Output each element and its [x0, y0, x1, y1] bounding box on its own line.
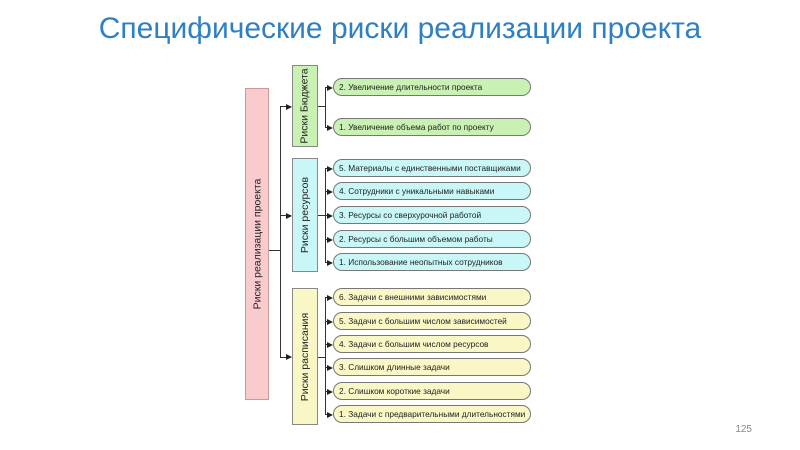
- arrow-icon: [327, 124, 333, 131]
- arrow-icon: [327, 212, 333, 219]
- arrow-icon: [327, 236, 333, 243]
- group-label: Риски ресурсов: [299, 176, 311, 254]
- page-number: 125: [735, 424, 752, 435]
- arrow-icon: [327, 294, 333, 301]
- connector-line: [280, 106, 291, 107]
- risk-item: 1. Задачи с предварительными длительност…: [333, 405, 531, 423]
- connector-line: [269, 250, 281, 251]
- group-box: Риски ресурсов: [292, 158, 318, 272]
- risk-item: 1. Использование неопытных сотрудников: [333, 253, 531, 271]
- risk-item: 2. Ресурсы с большим объемом работы: [333, 230, 531, 248]
- arrow-icon: [327, 388, 333, 395]
- group-label: Риски Бюджета: [299, 68, 312, 144]
- connector-line: [280, 106, 281, 357]
- arrow-icon: [327, 165, 333, 172]
- arrow-icon: [327, 341, 333, 348]
- risk-item: 5. Материалы с единственными поставщикам…: [333, 159, 531, 177]
- risk-item: 3. Ресурсы со сверхурочной работой: [333, 206, 531, 224]
- slide-title: Специфические риски реализации проекта: [98, 12, 702, 45]
- connector-line: [318, 356, 325, 358]
- connector-line: [280, 215, 291, 216]
- arrow-icon: [286, 354, 292, 360]
- arrow-icon: [286, 212, 292, 219]
- connector-line: [318, 106, 325, 107]
- risk-item: 2. Слишком короткие задачи: [333, 382, 531, 400]
- arrow-icon: [327, 364, 333, 371]
- risk-item: 4. Сотрудники с уникальными навыками: [333, 182, 531, 200]
- root-label: Риски реализации проекта: [251, 178, 263, 310]
- risk-item: 1. Увеличение объема работ по проекту: [333, 118, 531, 136]
- risk-diagram: Риски реализации проекта Риски Бюджета 2. …: [232, 62, 542, 432]
- group-box: Риски расписания: [292, 288, 318, 425]
- risk-item: 4. Задачи с большим числом ресурсов: [333, 335, 531, 353]
- group-box: Риски Бюджета: [292, 65, 318, 147]
- arrow-icon: [327, 259, 333, 266]
- arrow-icon: [327, 188, 333, 195]
- connector-line: [318, 215, 325, 216]
- connector-line: [325, 87, 326, 127]
- risk-item: 2. Увеличение длительности проекта: [333, 78, 531, 96]
- arrow-icon: [327, 411, 333, 418]
- arrow-icon: [327, 318, 333, 325]
- risk-item: 5. Задачи с большим числом зависимостей: [333, 312, 531, 330]
- arrow-icon: [286, 103, 292, 110]
- root-box: Риски реализации проекта: [245, 88, 269, 400]
- group-label: Риски расписания: [299, 312, 312, 401]
- risk-item: 6. Задачи с внешними зависимостями: [333, 288, 531, 306]
- risk-item: 3. Слишком длинные задачи: [333, 358, 531, 376]
- connector-line: [280, 356, 291, 358]
- connector-line: [325, 297, 326, 414]
- arrow-icon: [327, 84, 333, 91]
